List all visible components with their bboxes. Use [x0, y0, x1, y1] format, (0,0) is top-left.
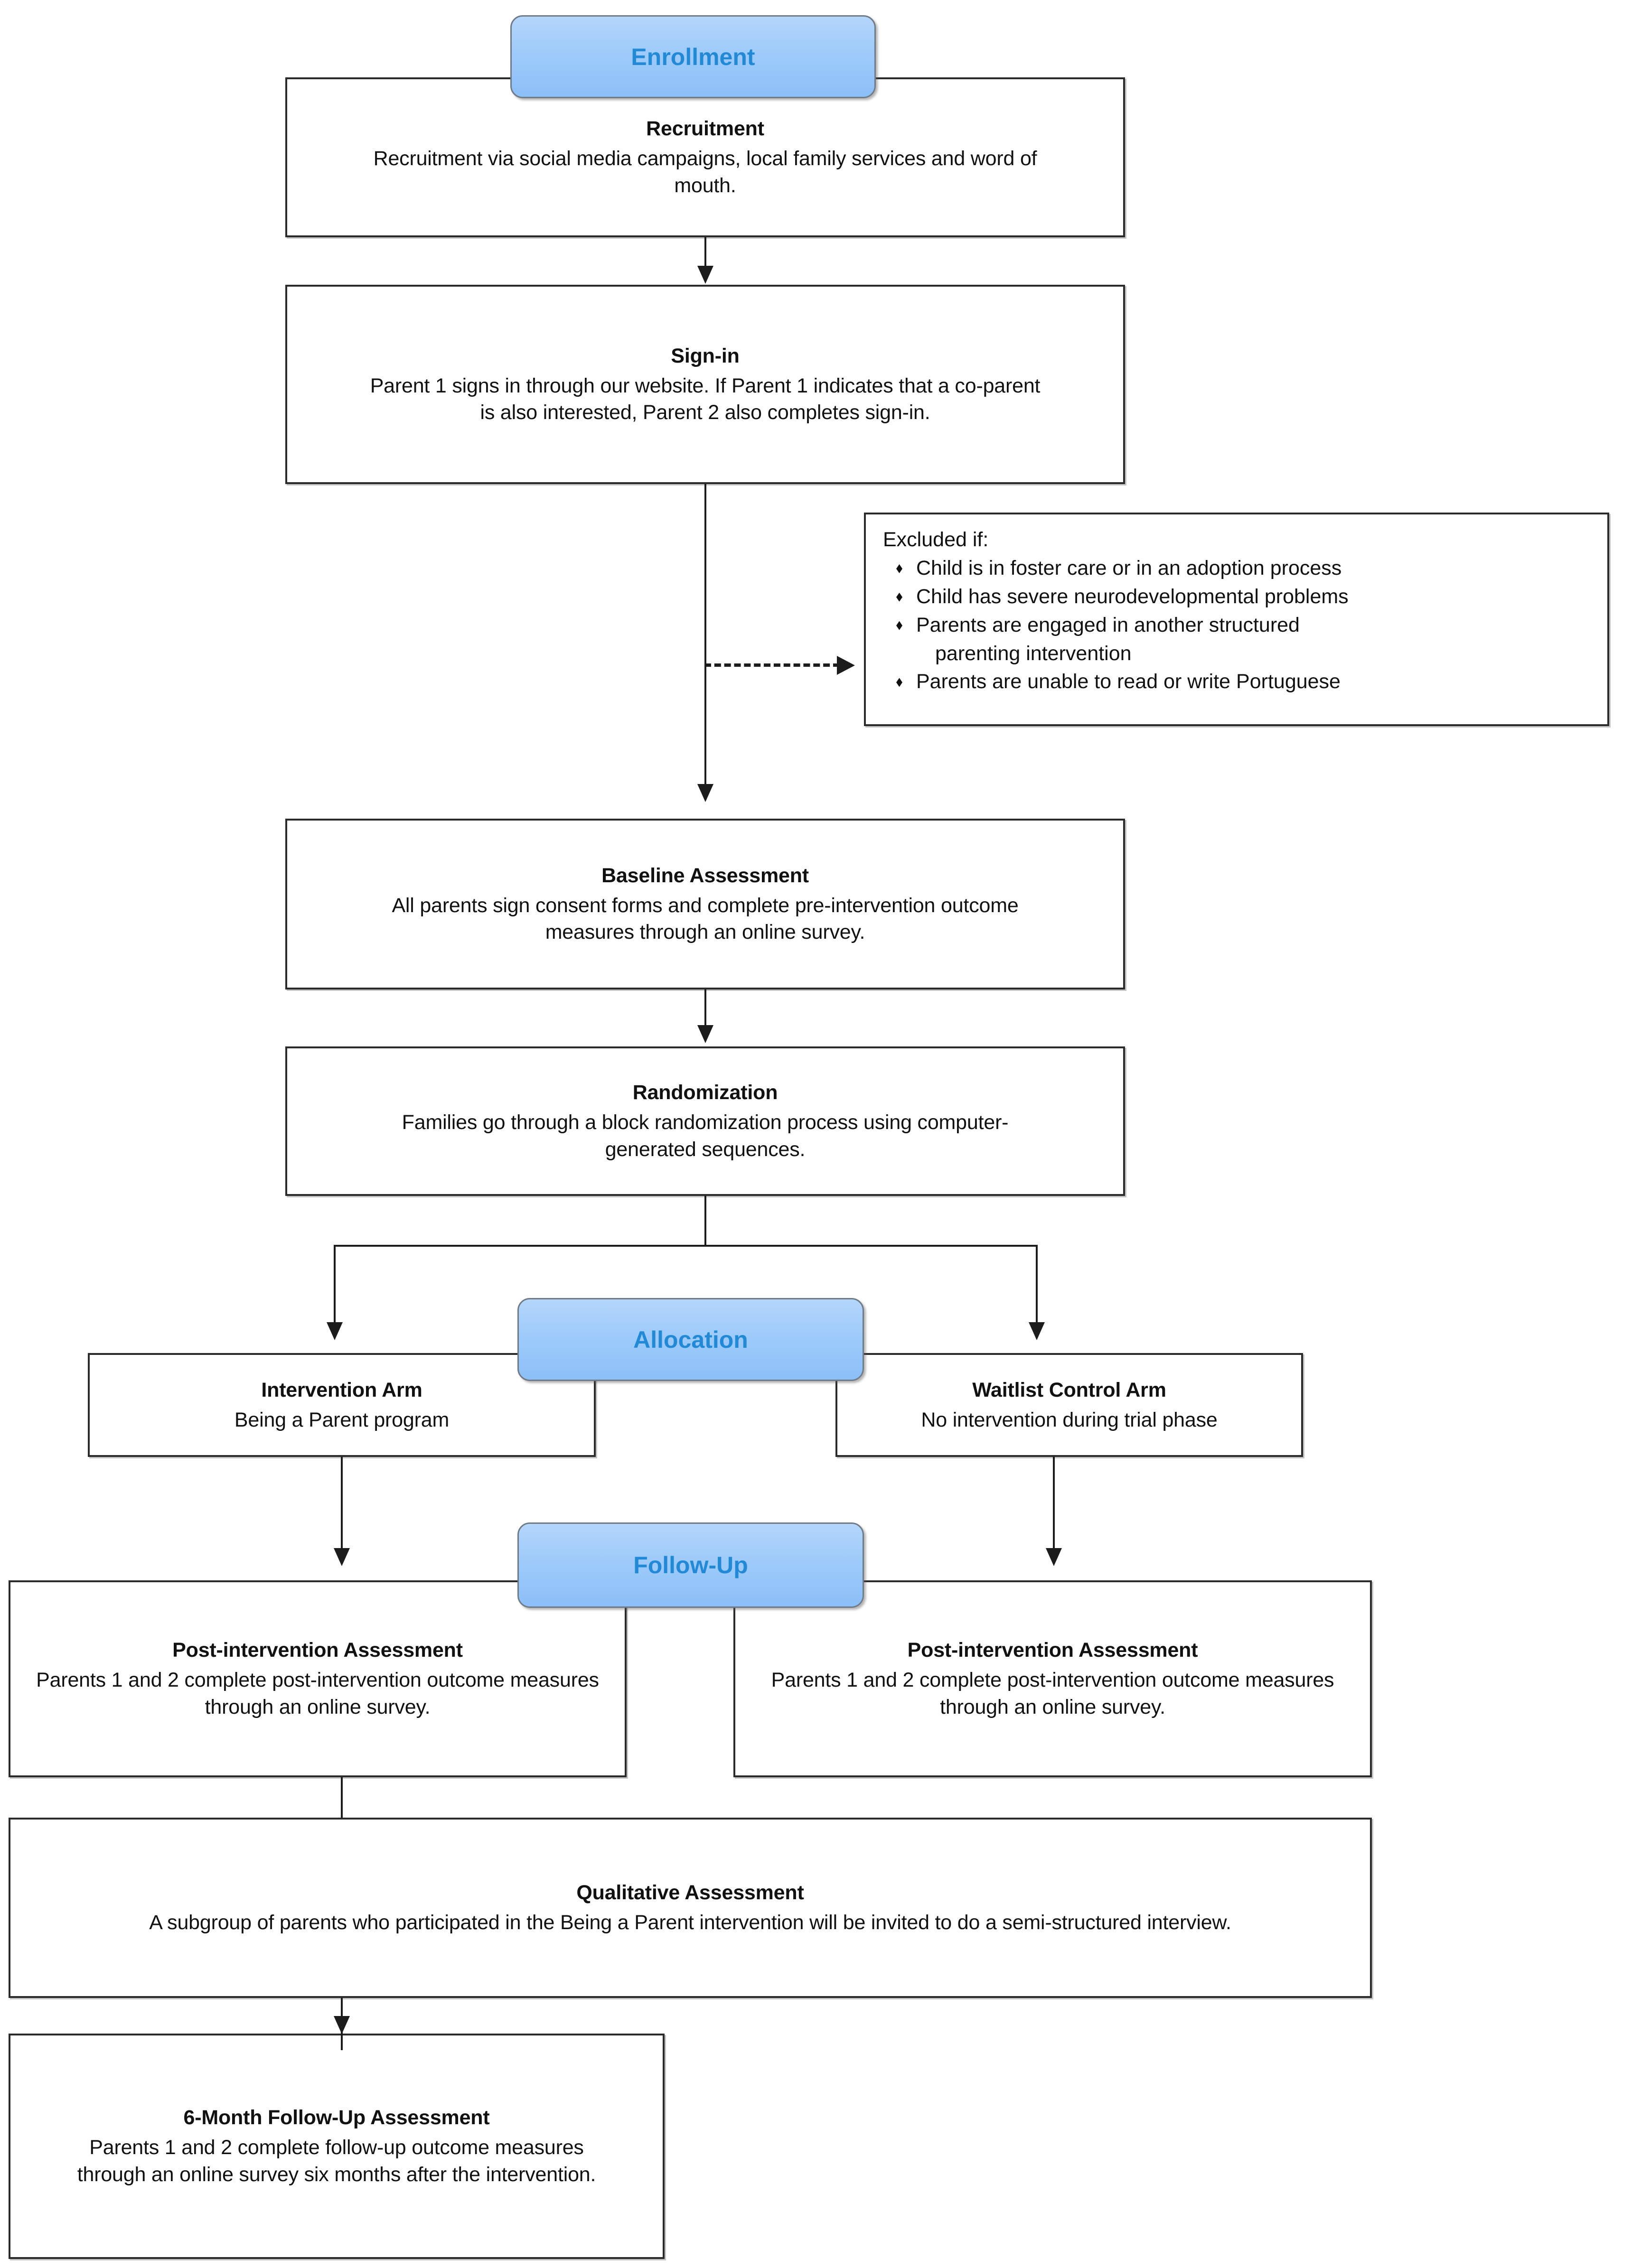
node-post-intervention-right-body: Parents 1 and 2 complete post-interventi… — [771, 1669, 1334, 1718]
node-six-month-followup: 6-Month Follow-Up Assessment Parents 1 a… — [9, 2034, 665, 2259]
stage-pill-enrollment: Enrollment — [510, 15, 876, 98]
node-six-month-body: Parents 1 and 2 complete follow-up outco… — [77, 2136, 596, 2186]
node-post-intervention-right-title: Post-intervention Assessment — [907, 1639, 1198, 1662]
node-qualitative-body: A subgroup of parents who participated i… — [149, 1911, 1231, 1934]
exclusion-item-text: Child has severe neurodevelopmental prob… — [916, 585, 1349, 608]
arrowhead-recruitment-signin — [697, 266, 713, 284]
list-item: Parents are unable to read or write Port… — [895, 669, 1593, 695]
stage-pill-followup: Follow-Up — [517, 1522, 864, 1608]
node-waitlist-arm-title: Waitlist Control Arm — [972, 1378, 1166, 1401]
exclusion-item-text: parenting intervention — [935, 642, 1132, 665]
arrowhead-intervention-arm — [327, 1322, 343, 1340]
connector-signin-baseline — [704, 484, 706, 788]
connector-baseline-randomization — [704, 989, 706, 1028]
node-signin: Sign-in Parent 1 signs in through our we… — [285, 285, 1125, 484]
node-intervention-arm: Intervention Arm Being a Parent program — [88, 1353, 596, 1457]
stage-pill-followup-label: Follow-Up — [633, 1552, 748, 1578]
stage-pill-allocation: Allocation — [517, 1298, 864, 1381]
connector-allocation-left-drop — [334, 1245, 336, 1325]
node-post-intervention-left: Post-intervention Assessment Parents 1 a… — [9, 1580, 627, 1777]
connector-waitlist-post — [1053, 1457, 1055, 1552]
exclusion-header: Excluded if: — [883, 528, 989, 551]
connector-recruitment-signin — [704, 237, 706, 270]
stage-pill-allocation-label: Allocation — [633, 1326, 748, 1353]
arrowhead-intervention-post — [334, 1548, 350, 1566]
node-six-month-title: 6-Month Follow-Up Assessment — [183, 2106, 490, 2129]
connector-exclusion-dashed — [704, 663, 840, 667]
node-randomization: Randomization Families go through a bloc… — [285, 1046, 1125, 1196]
list-item-continuation: parenting intervention — [895, 641, 1593, 667]
node-post-intervention-right: Post-intervention Assessment Parents 1 a… — [733, 1580, 1372, 1777]
node-waitlist-arm-body: No intervention during trial phase — [921, 1408, 1218, 1431]
exclusion-list: Child is in foster care or in an adoptio… — [883, 555, 1593, 695]
stage-pill-enrollment-label: Enrollment — [631, 43, 755, 70]
arrowhead-waitlist-arm — [1029, 1322, 1045, 1340]
connector-post-qualitative — [341, 1777, 343, 1818]
connector-allocation-right-drop — [1036, 1245, 1038, 1325]
list-item: Child is in foster care or in an adoptio… — [895, 555, 1593, 582]
arrowhead-waitlist-post — [1046, 1548, 1062, 1566]
list-item: Child has severe neurodevelopmental prob… — [895, 584, 1593, 610]
node-qualitative-title: Qualitative Assessment — [576, 1881, 804, 1904]
node-signin-body: Parent 1 signs in through our website. I… — [370, 374, 1041, 424]
exclusion-item-text: Parents are engaged in another structure… — [916, 613, 1300, 636]
node-post-intervention-left-title: Post-intervention Assessment — [172, 1639, 463, 1662]
connector-randomization-split-stem — [704, 1196, 706, 1246]
node-post-intervention-left-body: Parents 1 and 2 complete post-interventi… — [36, 1669, 599, 1718]
node-randomization-title: Randomization — [632, 1081, 778, 1104]
arrowhead-exclusion — [837, 656, 855, 675]
node-baseline-assessment: Baseline Assessment All parents sign con… — [285, 819, 1125, 989]
list-item: Parents are engaged in another structure… — [895, 612, 1593, 639]
arrowhead-qualitative-sixmonth — [334, 2016, 350, 2034]
arrowhead-baseline-randomization — [697, 1025, 713, 1043]
node-qualitative-assessment: Qualitative Assessment A subgroup of par… — [9, 1818, 1372, 1998]
node-randomization-body: Families go through a block randomizatio… — [402, 1111, 1009, 1161]
node-recruitment-title: Recruitment — [646, 117, 764, 140]
node-waitlist-arm: Waitlist Control Arm No intervention dur… — [835, 1353, 1303, 1457]
exclusion-item-text: Child is in foster care or in an adoptio… — [916, 556, 1342, 579]
node-signin-title: Sign-in — [671, 344, 740, 367]
arrowhead-signin-baseline — [697, 784, 713, 802]
node-intervention-arm-body: Being a Parent program — [234, 1408, 450, 1431]
node-baseline-body: All parents sign consent forms and compl… — [392, 894, 1019, 944]
connector-allocation-bus — [334, 1245, 1038, 1247]
node-recruitment-body: Recruitment via social media campaigns, … — [373, 147, 1037, 197]
node-exclusion-criteria: Excluded if: Child is in foster care or … — [864, 513, 1609, 726]
connector-intervention-post — [341, 1457, 343, 1552]
node-baseline-title: Baseline Assessment — [601, 864, 809, 887]
node-recruitment: Recruitment Recruitment via social media… — [285, 77, 1125, 237]
exclusion-item-text: Parents are unable to read or write Port… — [916, 670, 1341, 693]
node-intervention-arm-title: Intervention Arm — [261, 1378, 422, 1401]
